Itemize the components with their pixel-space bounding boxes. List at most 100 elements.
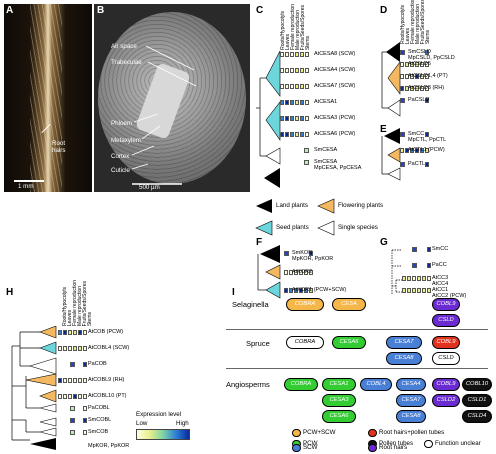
clade-flowering-cob: [39, 326, 57, 339]
heatmap-cell: [285, 132, 289, 137]
cortex-label: Cortex: [111, 153, 130, 160]
clade-single-sm: [265, 147, 281, 165]
heatmap-cell: [68, 330, 72, 335]
species-label-angiosperms: Angiosperms: [226, 380, 270, 389]
scale-bar-a: [14, 180, 44, 182]
seed-plants-label: Seed plants: [276, 224, 309, 231]
gene-row-label: AtKOR1 (PCW+SCW): [292, 287, 347, 293]
heatmap-cell: [422, 288, 426, 293]
gene-pill: CSLD4: [462, 410, 492, 423]
heatmap-cell: [427, 263, 431, 268]
heatmap-cell: [284, 270, 288, 275]
panel-b-arrows: [131, 45, 197, 185]
heatmap-cell: [410, 86, 414, 91]
clade-seed-scw: [265, 50, 281, 97]
heatmap-cell: [68, 346, 72, 351]
panel-h-tree: [11, 326, 57, 450]
pcw-legend-label: PCW: [303, 440, 318, 447]
heatmap-cell: [400, 74, 404, 79]
heatmap-cell: [300, 68, 304, 73]
pcw-scw-swatch: [292, 429, 301, 437]
heatmap-cell: [412, 276, 416, 281]
heatmap-cell: [415, 74, 419, 79]
heatmap-cell: [83, 362, 87, 367]
gene-row-label: MpKOR, PpKOR: [88, 443, 130, 449]
gene-row-label: PaCC: [432, 262, 447, 268]
heatmap-cell: [294, 288, 298, 293]
unclear-legend-label: Function unclear: [435, 440, 481, 447]
pcw-scw-legend-label: PCW+SCW: [303, 429, 336, 436]
heatmap-cell: [427, 288, 431, 293]
heatmap-cell: [305, 116, 309, 121]
heatmap-cell: [400, 86, 404, 91]
heatmap-cell: [412, 263, 417, 268]
heatmap-cell: [425, 98, 429, 103]
gene-row-label: AtCESA7 (SCW): [314, 83, 356, 89]
heatmap-cell: [290, 132, 294, 137]
heatmap-cell: [420, 86, 424, 91]
gene-row-label: AtCSLD1,4 (PT): [408, 73, 448, 79]
heatmap-cell: [400, 98, 405, 103]
gene-pill: CESA8: [396, 410, 426, 423]
heatmap-cell: [63, 378, 67, 383]
panel-label-b: B: [97, 5, 105, 16]
gene-row-label: AtCESA4 (SCW): [314, 67, 356, 73]
panel-label-a: A: [6, 5, 14, 16]
heatmap-cell: [309, 251, 313, 256]
heatmap-cell: [304, 288, 308, 293]
heatmap-cell: [402, 288, 406, 293]
heatmap-cell: [415, 86, 419, 91]
clade-seed-cobl4: [39, 341, 57, 355]
heatmap-cell: [290, 100, 294, 105]
heatmap-cell: [70, 418, 75, 423]
heatmap-cell: [304, 148, 309, 153]
gene-pill: COBL9: [432, 336, 460, 349]
panel-d-headers: Roots/Hypocotyls Leaves Female reproduct…: [400, 0, 432, 44]
heatmap-cell: [295, 52, 299, 57]
heatmap-cell: [309, 288, 313, 293]
gene-pill: CESA6: [332, 336, 366, 349]
single-species-label: Single species: [338, 224, 378, 231]
clade-single-smcob: [39, 427, 57, 437]
clade-legend-shapes: [255, 198, 335, 236]
heatmap-cell: [68, 394, 72, 399]
gene-row-label: AtKOR2: [292, 269, 313, 275]
heatmap-cell: [415, 62, 419, 67]
heatmap-cell: [70, 362, 75, 367]
trabeculae-label: Trabeculae: [111, 59, 142, 66]
heatmap-cell: [78, 330, 82, 335]
heatmap-cell: [400, 62, 404, 67]
gene-pill: COBL9: [432, 298, 460, 311]
clade-land: [30, 438, 56, 450]
gene-row-label: SmCSLD MpCSLD, PpCSLD: [408, 49, 455, 61]
clade-single-pacobl: [39, 403, 57, 413]
clade-single-smcobl: [39, 417, 57, 427]
heatmap-cell: [58, 378, 62, 383]
panel-label-e: E: [380, 124, 387, 135]
clade-single-pacob: [28, 357, 57, 375]
heatmap-cell: [295, 132, 299, 137]
metaxylem-label: Metaxylem: [111, 137, 141, 144]
heatmap-cell: [63, 394, 67, 399]
heatmap-cell: [407, 276, 411, 281]
gene-pill: CESA7: [386, 336, 422, 349]
phloem-label: Phloem: [111, 120, 132, 127]
heatmap-cell: [295, 116, 299, 121]
heatmap-cell: [412, 247, 417, 252]
clade-seed-pcw: [265, 101, 281, 141]
heatmap-cell: [280, 52, 284, 57]
panel-h-headers: Roots/Hypocotyls Leaves Female reproduct…: [62, 280, 94, 326]
heatmap-cell: [422, 276, 426, 281]
heatmap-cell: [280, 68, 284, 73]
clade-land: [264, 168, 280, 188]
gene-row-label: AtCESA8 (SCW): [314, 51, 356, 57]
heatmap-cell: [290, 116, 294, 121]
heatmap-cell: [299, 270, 303, 275]
heatmap-cell: [290, 84, 294, 89]
heatmap-cell: [284, 251, 289, 256]
heatmap-cell: [425, 132, 429, 137]
col-header: Stems: [425, 29, 431, 44]
panel-label-d: D: [380, 5, 388, 16]
gene-row-label: AtCOBL9 (RH): [88, 377, 125, 383]
clade-flowering: [387, 61, 401, 95]
